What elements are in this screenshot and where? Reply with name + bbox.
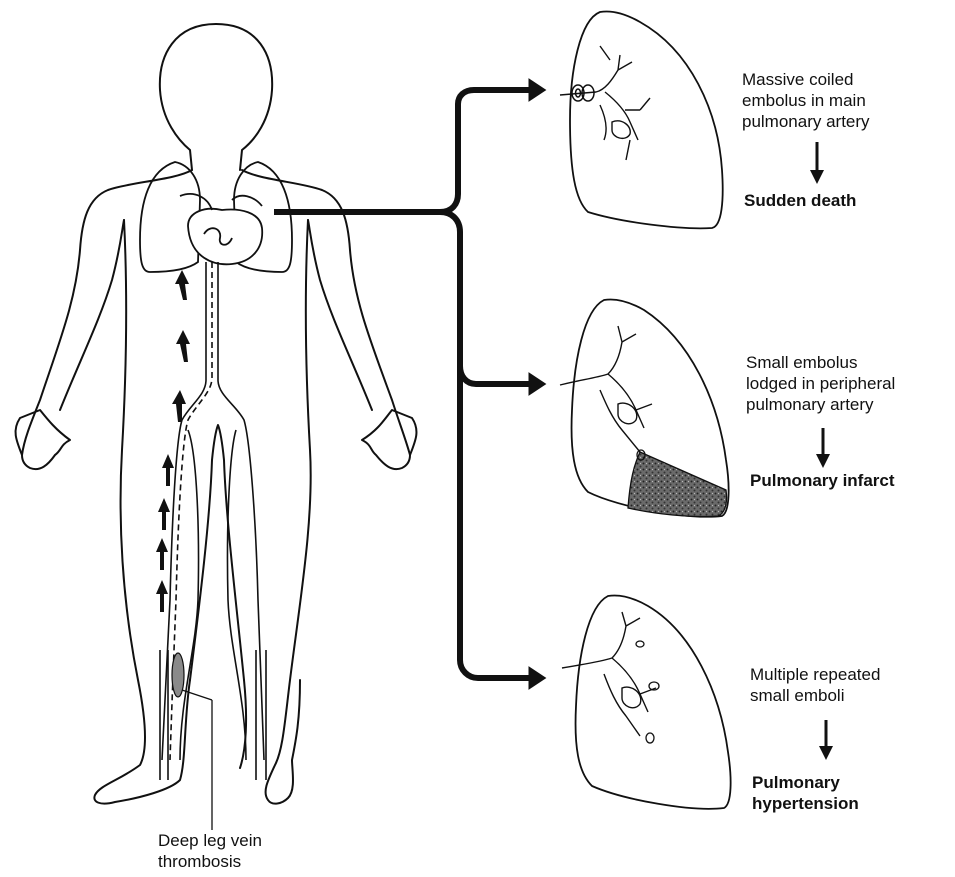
outcome-1-description: Massive coiled embolus in main pulmonary… xyxy=(742,69,870,132)
pathway-branch-middle xyxy=(460,366,538,384)
lung-outline xyxy=(570,11,723,228)
flow-arrow xyxy=(176,330,190,362)
outcome-2-description: Small embolus lodged in peripheral pulmo… xyxy=(746,352,895,415)
flow-arrow xyxy=(156,538,168,570)
torso-left-outline xyxy=(22,170,192,455)
lung-outline xyxy=(576,595,731,808)
outcome-3-result: Pulmonary hypertension xyxy=(752,772,859,814)
embolism-pathway-arrows xyxy=(274,90,538,678)
right-hand xyxy=(362,410,416,469)
down-arrow-1 xyxy=(810,142,824,184)
flow-arrow xyxy=(156,580,168,612)
left-hand xyxy=(16,410,70,469)
bronchial-tree xyxy=(560,46,650,160)
outcome-1-result: Sudden death xyxy=(744,190,856,211)
head xyxy=(160,24,272,170)
outcome-3-description: Multiple repeated small emboli xyxy=(750,664,880,706)
thrombus-pointer-line xyxy=(182,690,212,700)
down-arrow-3 xyxy=(819,720,833,760)
flow-arrows xyxy=(156,270,190,612)
heart xyxy=(180,194,262,264)
infarct-region xyxy=(628,452,727,517)
venous-pathway xyxy=(160,262,266,780)
pathway-branch-upper xyxy=(440,90,538,212)
flow-arrow xyxy=(158,498,170,530)
right-leg-outline xyxy=(266,220,311,804)
lung-infarct xyxy=(560,299,729,516)
down-arrow-2 xyxy=(816,428,830,468)
lung-multiple-emboli xyxy=(562,595,731,808)
left-leg-outline xyxy=(94,220,190,804)
outcome-2-result: Pulmonary infarct xyxy=(750,470,895,491)
lung-massive-embolus xyxy=(560,11,723,228)
human-body-figure xyxy=(16,24,417,804)
source-label: Deep leg vein thrombosis xyxy=(158,830,262,872)
flow-arrow xyxy=(162,454,174,486)
flow-arrow xyxy=(175,270,189,300)
